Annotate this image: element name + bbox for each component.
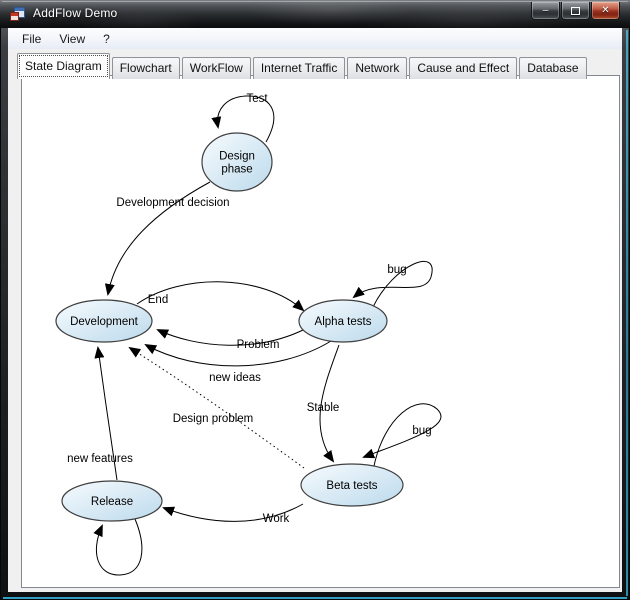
- node-label-release: Release: [91, 496, 133, 508]
- edge-release-loop[interactable]: [93, 518, 143, 576]
- title-bar[interactable]: AddFlow Demo – ✕: [0, 0, 630, 28]
- app-icon: [10, 6, 26, 22]
- node-release[interactable]: Release: [61, 480, 163, 522]
- edge-problem[interactable]: [156, 328, 306, 346]
- window-edge-glow-bottom: [3, 597, 627, 599]
- edge-label-new-features: new features: [67, 453, 133, 465]
- edge-label-end: End: [148, 294, 168, 306]
- edge-end[interactable]: [136, 281, 305, 312]
- node-label-development: Development: [70, 316, 139, 328]
- edge-bug-alpha[interactable]: [352, 260, 433, 308]
- tab-state-diagram[interactable]: State Diagram: [17, 53, 110, 79]
- menu-item-file[interactable]: File: [22, 31, 42, 46]
- node-alpha-tests[interactable]: Alpha tests: [298, 299, 388, 343]
- titlebar-glass-texture: [0, 0, 630, 28]
- window-edge-glow-right: [626, 30, 628, 596]
- edge-stable[interactable]: [319, 344, 340, 463]
- edge-test[interactable]: [211, 95, 275, 143]
- minimize-icon: –: [542, 4, 549, 16]
- node-label-design-phase: Design: [219, 151, 255, 163]
- tab-cause-and-effect[interactable]: Cause and Effect: [409, 57, 518, 79]
- edge-bug-beta[interactable]: [362, 403, 442, 467]
- edge-label-development-decision: Development decision: [116, 197, 229, 209]
- edge-label-test: Test: [246, 93, 268, 105]
- close-button[interactable]: ✕: [591, 2, 620, 20]
- edge-label-new-ideas: new ideas: [209, 372, 261, 384]
- edge-label-bug-beta: bug: [412, 425, 431, 437]
- edge-new-features[interactable]: [94, 346, 118, 481]
- menu-bar: File View?: [8, 28, 622, 49]
- maximize-icon: [571, 6, 580, 15]
- node-beta-tests[interactable]: Beta tests: [300, 463, 404, 507]
- node-development[interactable]: Development: [55, 299, 153, 343]
- edge-label-stable: Stable: [307, 402, 340, 414]
- tab-network[interactable]: Network: [347, 57, 408, 79]
- edge-new-ideas[interactable]: [144, 340, 332, 367]
- maximize-button[interactable]: [561, 2, 590, 20]
- menu-item-view[interactable]: View: [59, 31, 86, 46]
- window-controls: – ✕: [531, 2, 620, 20]
- edge-development-decision[interactable]: [104, 181, 211, 296]
- edge-work[interactable]: [162, 503, 304, 522]
- close-icon: ✕: [601, 4, 610, 16]
- tab-internet-traffic[interactable]: Internet Traffic: [252, 57, 346, 79]
- node-label-alpha-tests: Alpha tests: [315, 316, 372, 328]
- edge-label-bug-alpha: bug: [387, 264, 406, 276]
- node-label-design-phase: phase: [221, 164, 252, 176]
- edge-label-problem: Problem: [237, 339, 280, 351]
- tab-flowchart[interactable]: Flowchart: [111, 57, 180, 79]
- tab-database[interactable]: Database: [519, 57, 587, 79]
- edge-label-design-problem: Design problem: [173, 413, 254, 425]
- window-title: AddFlow Demo: [33, 6, 118, 20]
- edge-design-problem[interactable]: [128, 346, 305, 469]
- edge-label-work: Work: [263, 513, 290, 525]
- minimize-button[interactable]: –: [531, 2, 560, 20]
- tab-workflow[interactable]: WorkFlow: [181, 57, 251, 79]
- menu-item-help[interactable]: ?: [103, 31, 110, 46]
- node-label-beta-tests: Beta tests: [326, 480, 377, 492]
